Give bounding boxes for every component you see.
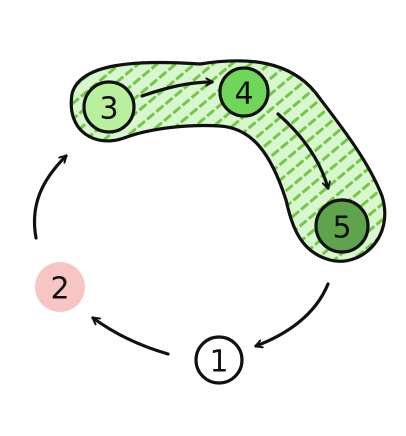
- node-2-circle: [35, 262, 85, 312]
- edge-2-to-3: [32, 154, 68, 240]
- node-3: 3: [82, 80, 136, 134]
- highlight-group: [69, 59, 387, 263]
- node-5: 5: [314, 198, 370, 254]
- highlight-band-hatch: [71, 60, 385, 262]
- node-3-label: 3: [99, 92, 118, 127]
- node-1-label: 1: [209, 345, 228, 380]
- edge-3-to-4: [140, 82, 212, 98]
- edge-1-to-2: [91, 316, 170, 356]
- nodes-group: 1 2 3 4 5: [35, 66, 370, 385]
- node-5-circle: [314, 198, 370, 254]
- node-4-label: 4: [234, 77, 253, 112]
- node-2-label: 2: [50, 272, 69, 307]
- node-3-circle: [82, 80, 136, 134]
- node-1-circle: [194, 335, 244, 385]
- edges-group: [32, 82, 330, 356]
- edge-5-to-1: [256, 282, 330, 346]
- node-1: 1: [194, 335, 244, 385]
- highlight-band-outline: [69, 59, 387, 263]
- node-4: 4: [218, 66, 270, 118]
- node-4-circle: [218, 66, 270, 118]
- node-5-label: 5: [332, 211, 351, 246]
- node-2: 2: [35, 262, 85, 312]
- edge-4-to-5: [276, 112, 328, 188]
